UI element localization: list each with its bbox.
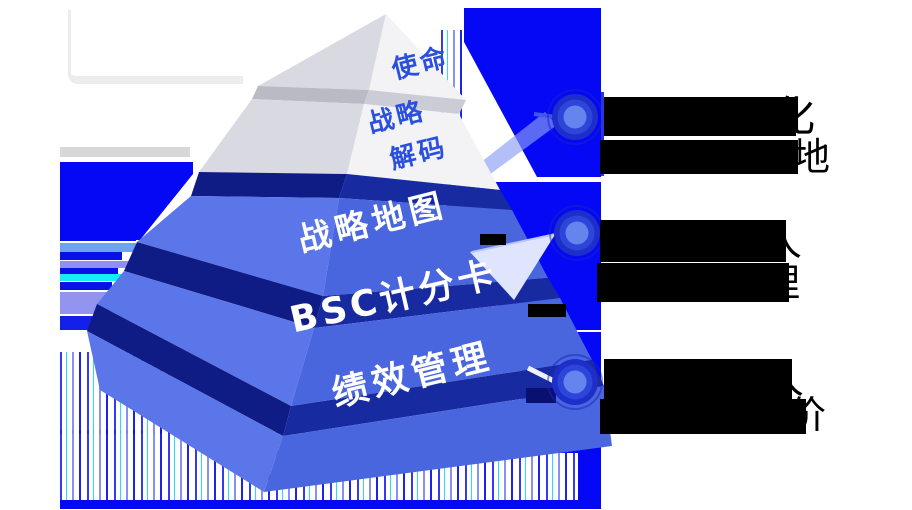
- text-fragment: 人: [762, 219, 802, 265]
- artifact-bar: [60, 274, 126, 281]
- artifact-bar: [60, 261, 130, 268]
- blue-bar-artifact: [60, 500, 601, 509]
- redacted-text-line: [604, 359, 792, 400]
- text-fragment: 人: [764, 357, 804, 403]
- black-patch-artifact: [480, 234, 506, 245]
- step-band-left: [252, 86, 369, 104]
- dark-patch-artifact: [526, 388, 556, 403]
- gray-outline-artifact: [68, 10, 243, 84]
- tier-perf-left-face: [87, 331, 283, 492]
- tier-bsc-left-face: [97, 271, 314, 406]
- redacted-text-line: [597, 263, 789, 302]
- band2-right: [314, 278, 560, 328]
- tier-decode-left-face: [199, 99, 364, 174]
- tier-decode-right-face: [347, 104, 500, 190]
- tier-mission-right-face: [369, 14, 466, 100]
- tier-mission-left-face: [258, 14, 386, 90]
- text-fragment: 化: [773, 92, 816, 141]
- band3-right: [283, 360, 604, 436]
- tier-map-left-face: [137, 196, 339, 296]
- redacted-text-line: [600, 399, 806, 434]
- tier-bsc-right-face: [291, 298, 592, 406]
- step-band-right: [364, 90, 466, 114]
- wedge-artifact: [470, 233, 556, 300]
- black-patch-artifact: [528, 304, 566, 317]
- gray-bar-artifact: [60, 147, 190, 157]
- callout-dot-1: [547, 89, 603, 145]
- band1-left: [191, 172, 347, 198]
- band3-left: [87, 304, 291, 436]
- redacted-text-line: [600, 140, 798, 174]
- callout-dot-2: [549, 205, 605, 261]
- text-fragment: 价: [788, 393, 827, 437]
- pyramid: [87, 14, 612, 492]
- redacted-text-line: [600, 220, 786, 262]
- tier-perf-right-face: [264, 386, 612, 492]
- text-fragment: 理: [762, 261, 801, 305]
- artifact-bar: [60, 268, 118, 274]
- artifact-bar: [60, 282, 112, 290]
- band2-left: [124, 242, 323, 328]
- redacted-text-line: [604, 97, 796, 136]
- callout-dot-3: [547, 354, 603, 410]
- blue-line-artifact: [601, 92, 604, 176]
- artifact-bar: [60, 243, 136, 252]
- text-fragment: 地: [792, 135, 831, 179]
- artifact-bar: [60, 252, 122, 260]
